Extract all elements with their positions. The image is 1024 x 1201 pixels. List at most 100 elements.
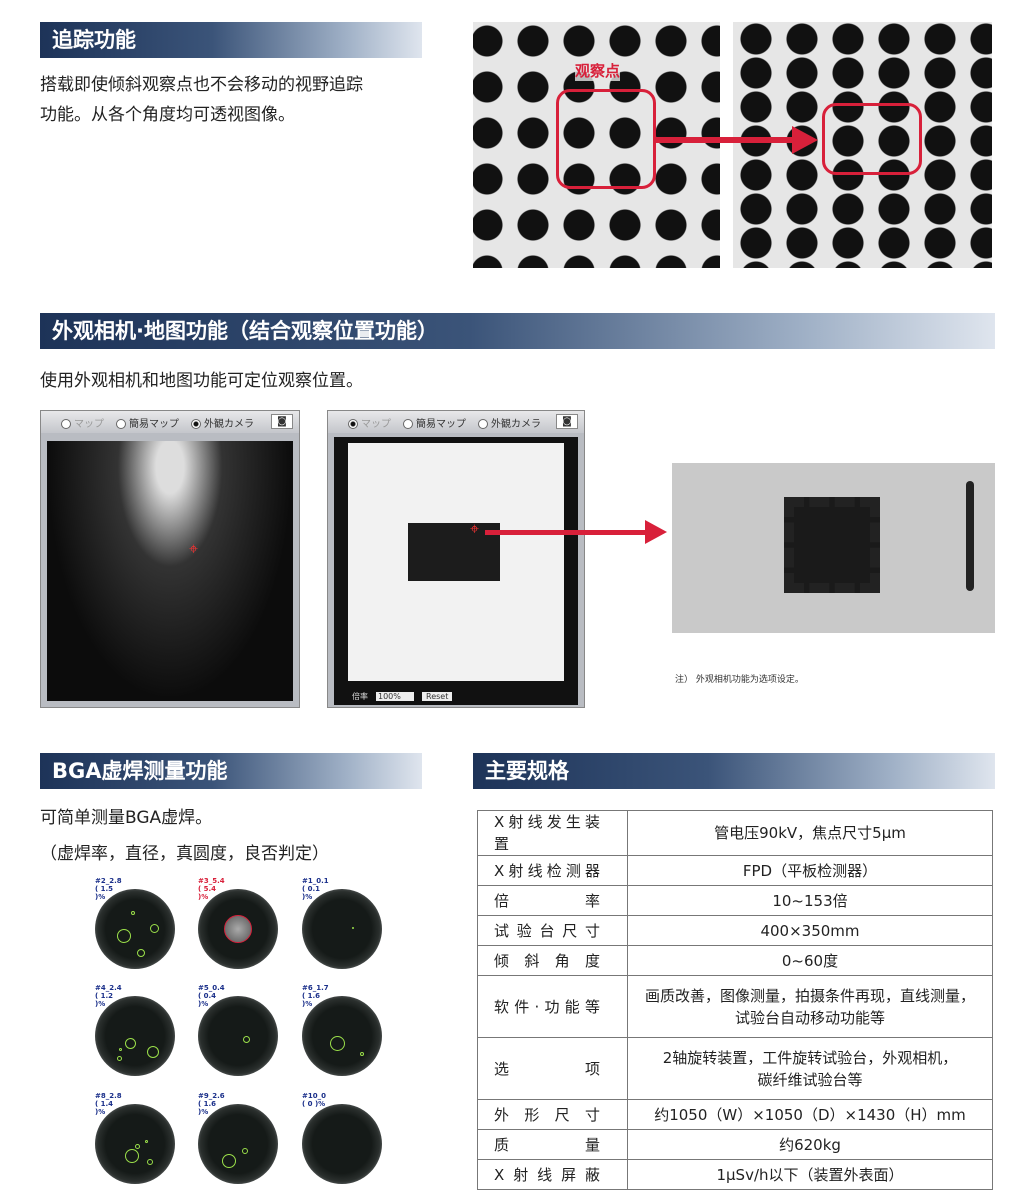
crosshair-icon: ⌖ <box>189 539 199 558</box>
camera-icon[interactable]: ◙ <box>271 414 293 429</box>
trace <box>966 481 974 591</box>
bga-ball-image <box>95 889 175 969</box>
bga-ball-image <box>95 996 175 1076</box>
spec-value: 约1050（W）×1050（D）×1430（H）mm <box>627 1099 993 1130</box>
spec-value-line: 400×350mm <box>760 921 860 940</box>
spec-value: FPD（平板检测器） <box>627 855 993 886</box>
bga-ball-label: #6_1.7 ( 1.6 )% <box>302 984 329 1008</box>
spec-key: 外形尺寸 <box>477 1099 628 1130</box>
crosshair-icon: ⌖ <box>470 519 480 538</box>
view-mode-bar: マップ 簡易マップ 外観カメラ ◙ <box>41 411 299 433</box>
reset-button[interactable]: Reset <box>422 691 453 701</box>
bga-ball-image <box>198 889 278 969</box>
void-marker <box>131 911 135 915</box>
bga-ball-image <box>302 996 382 1076</box>
arrow-head-icon <box>792 126 818 154</box>
map-view: ⌖ <box>348 443 564 681</box>
void-marker <box>125 1038 136 1049</box>
radio-simple-map[interactable]: 簡易マップ <box>116 415 179 430</box>
observation-box-before <box>556 89 656 189</box>
void-marker <box>360 1052 364 1056</box>
spec-row: 倾斜角度 0~60度 <box>477 945 993 976</box>
void-marker <box>117 929 131 943</box>
spec-row: X射线检测器 FPD（平板检测器） <box>477 855 993 886</box>
spec-key: 软件·功能等 <box>477 975 628 1038</box>
bga-ball-image <box>198 996 278 1076</box>
void-marker <box>352 927 354 929</box>
arrow-icon <box>485 530 645 535</box>
spec-value: 10~153倍 <box>627 885 993 916</box>
bga-ball-image <box>302 1104 382 1184</box>
zoom-label: 倍率 <box>352 691 368 701</box>
desc-line: 可简单测量BGA虚焊。 <box>40 808 213 828</box>
radio-external-camera[interactable]: 外観カメラ <box>191 415 254 430</box>
chip <box>784 497 880 593</box>
bga-ball-image <box>302 889 382 969</box>
bga-ball-label: #1_0.1 ( 0.1 )% <box>302 877 329 901</box>
camera-panel: マップ 簡易マップ 外観カメラ ◙ ⌖ <box>40 410 300 708</box>
spec-value-line: 0~60度 <box>781 951 839 970</box>
spec-row: 外形尺寸 约1050（W）×1050（D）×1430（H）mm <box>477 1099 993 1130</box>
spec-value-line: 10~153倍 <box>772 891 848 910</box>
camera-map-description: 使用外观相机和地图功能可定位观察位置。 <box>40 371 363 391</box>
bga-ball-label: #2_2.8 ( 1.5 )% <box>95 877 122 901</box>
desc-line: 搭载即使倾斜观察点也不会移动的视野追踪 <box>40 75 363 95</box>
void-marker <box>150 924 159 933</box>
spec-value: 1μSv/h以下（装置外表面） <box>627 1159 993 1190</box>
pcb-thumbnail <box>408 523 500 581</box>
void-marker <box>243 1036 250 1043</box>
camera-view: ⌖ <box>47 441 293 701</box>
spec-value-line: 1μSv/h以下（装置外表面） <box>716 1165 904 1184</box>
void-marker <box>147 1159 153 1165</box>
spec-value: 管电压90kV，焦点尺寸5μm <box>627 810 993 856</box>
void-marker <box>224 915 252 943</box>
void-marker <box>119 1048 122 1051</box>
spec-value-line: 约1050（W）×1050（D）×1430（H）mm <box>654 1105 966 1124</box>
spec-value-line: 碳纤维试验台等 <box>757 1070 863 1089</box>
spec-value: 2轴旋转装置，工件旋转试验台，外观相机， 碳纤维试验台等 <box>627 1037 993 1100</box>
bga-ball-label: #9_2.6 ( 1.6 )% <box>198 1092 225 1116</box>
void-marker <box>135 1144 140 1149</box>
void-marker <box>147 1046 159 1058</box>
spec-row: 质量 约620kg <box>477 1129 993 1160</box>
desc-line: （虚焊率，直径，真圆度，良否判定） <box>40 844 329 864</box>
section-header-camera-map: 外观相机·地图功能（结合观察位置功能） <box>40 313 995 349</box>
void-marker <box>117 1056 122 1061</box>
bga-ball-label: #8_2.8 ( 1.4 )% <box>95 1092 122 1116</box>
radio-map[interactable]: マップ <box>61 415 104 430</box>
spec-value-line: 2轴旋转装置，工件旋转试验台，外观相机， <box>662 1048 958 1067</box>
spec-value-line: FPD（平板检测器） <box>742 861 878 880</box>
void-marker <box>137 949 145 957</box>
section-header-tracking: 追踪功能 <box>40 22 422 58</box>
void-marker <box>145 1140 148 1143</box>
spec-value: 画质改善，图像测量，拍摄条件再现，直线测量， 试验台自动移动功能等 <box>627 975 993 1038</box>
radio-map[interactable]: マップ <box>348 415 391 430</box>
bga-ball-image <box>95 1104 175 1184</box>
view-mode-bar: マップ 簡易マップ 外観カメラ ◙ <box>328 411 584 433</box>
map-toolbar: 倍率 100% Reset <box>334 687 578 705</box>
spec-value-line: 画质改善，图像测量，拍摄条件再现，直线测量， <box>644 986 975 1005</box>
spec-key: X射线发生装置 <box>477 810 628 856</box>
void-marker <box>330 1036 345 1051</box>
void-marker <box>222 1154 236 1168</box>
bga-description: 可简单测量BGA虚焊。 （虚焊率，直径，真圆度，良否判定） <box>40 800 329 872</box>
tracking-description: 搭载即使倾斜观察点也不会移动的视野追踪 功能。从各个角度均可透视图像。 <box>40 70 363 130</box>
bga-ball-label: #4_2.4 ( 1.2 )% <box>95 984 122 1008</box>
spec-key: 质量 <box>477 1129 628 1160</box>
map-frame: ⌖ <box>334 437 578 687</box>
radio-simple-map[interactable]: 簡易マップ <box>403 415 466 430</box>
zoom-select[interactable]: 100% <box>376 691 414 701</box>
spec-key: 倍率 <box>477 885 628 916</box>
void-marker <box>125 1149 139 1163</box>
section-header-specs: 主要规格 <box>473 753 995 789</box>
radio-external-camera[interactable]: 外観カメラ <box>478 415 541 430</box>
spec-key: 选项 <box>477 1037 628 1100</box>
spec-value-line: 试验台自动移动功能等 <box>734 1008 885 1027</box>
spec-key: X射线检测器 <box>477 855 628 886</box>
spec-key: 倾斜角度 <box>477 945 628 976</box>
spec-value-line: 约620kg <box>779 1135 841 1154</box>
camera-icon[interactable]: ◙ <box>556 414 578 429</box>
spec-value: 400×350mm <box>627 915 993 946</box>
